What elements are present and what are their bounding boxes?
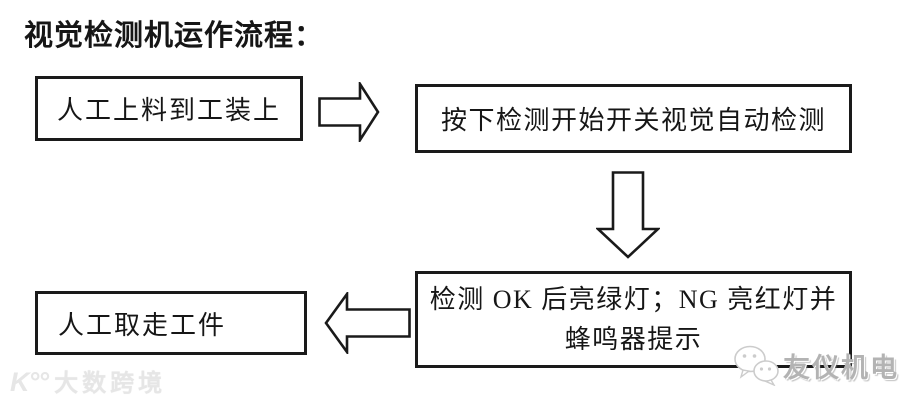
flow-step-start-detection: 按下检测开始开关视觉自动检测 xyxy=(415,84,852,153)
flow-step-remove-part: 人工取走工件 xyxy=(35,291,307,355)
flow-step-result-lights: 检测 OK 后亮绿灯；NG 亮红灯并 蜂鸣器提示 xyxy=(415,271,852,368)
watermark-text: 友仪机电 xyxy=(783,352,899,383)
flow-step-label: 按下检测开始开关视觉自动检测 xyxy=(440,106,826,135)
watermark-text: 大数跨境 xyxy=(54,370,167,397)
flow-step-load-part: 人工上料到工装上 xyxy=(35,76,303,141)
down-block-arrow-icon xyxy=(596,171,660,259)
left-block-arrow-icon xyxy=(324,292,411,354)
flow-step-label-line1: 检测 OK 后亮绿灯；NG 亮红灯并 xyxy=(429,284,838,314)
page-title: 视觉检测机运作流程： xyxy=(24,20,325,52)
flow-step-label-line2: 蜂鸣器提示 xyxy=(564,324,703,354)
watermark-dashu-kuajing: K°° 大数跨境 xyxy=(10,363,166,398)
flow-step-label: 人工上料到工装上 xyxy=(56,96,281,125)
watermark-youyi-jidian: 友仪机电 xyxy=(733,344,899,386)
right-block-arrow-icon xyxy=(318,82,380,142)
flow-step-label: 人工取走工件 xyxy=(58,310,227,340)
dashu-kuajing-logo-icon: K°° xyxy=(10,367,49,397)
wechat-icon xyxy=(733,344,781,386)
